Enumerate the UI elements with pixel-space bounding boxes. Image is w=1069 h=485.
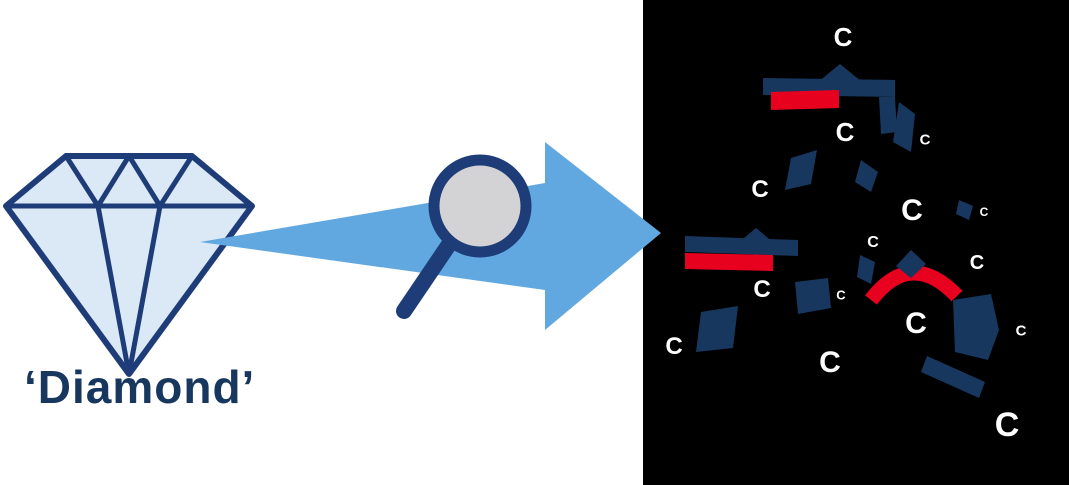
carbon-atom-label: C	[751, 176, 769, 203]
carbon-atom-label: C	[905, 307, 927, 340]
bond-node	[818, 64, 862, 96]
bond-shape	[953, 294, 999, 360]
diamond-icon	[3, 153, 255, 377]
bond-shapes	[685, 64, 999, 398]
atoms-layer: C C C C C C C C C C C C C C C	[643, 0, 1069, 485]
carbon-atom-label: C	[835, 117, 855, 147]
bond-shape	[696, 306, 738, 352]
carbon-atom-label: C	[919, 131, 931, 149]
bond-shape	[893, 102, 915, 152]
bond-shape	[879, 97, 897, 134]
bond-network	[685, 64, 999, 398]
carbon-atom-label: C	[867, 234, 879, 251]
diamond-facets	[3, 153, 255, 377]
magnifier-handle	[396, 238, 456, 319]
carbon-atom-label: C	[901, 194, 923, 227]
arrow-icon	[200, 142, 661, 330]
carbon-atom-label: C	[969, 252, 985, 274]
arrow-shape	[200, 142, 661, 330]
bond-shape	[857, 255, 875, 284]
bond-shape	[795, 278, 831, 314]
carbon-atom-label: C	[994, 406, 1020, 444]
carbon-atom-label: C	[833, 22, 853, 52]
carbon-atom-label: C	[1015, 322, 1027, 340]
bond-shape	[855, 160, 878, 192]
atomic-structure-panel: C C C C C C C C C C C C C C C	[643, 0, 1069, 485]
bond-node	[738, 228, 774, 256]
carbon-atom-label: C	[819, 346, 841, 379]
magnifier-lens	[428, 154, 532, 258]
carbon-atom-label: C	[753, 276, 771, 303]
highlight-bar	[771, 90, 839, 110]
magnifier-icon	[396, 154, 532, 319]
diamond-label: ‘Diamond’	[24, 361, 256, 413]
carbon-atom-label: C	[665, 333, 683, 360]
carbon-atom-label: C	[836, 287, 846, 303]
bond-node-front	[896, 250, 926, 278]
carbon-atom-label: C	[979, 205, 989, 219]
bond-shape	[956, 200, 973, 220]
bond-node	[896, 250, 926, 278]
highlight-bar	[685, 253, 773, 271]
bond-shape	[921, 356, 985, 398]
diamond-body	[3, 153, 255, 377]
bond-shape	[785, 150, 817, 190]
